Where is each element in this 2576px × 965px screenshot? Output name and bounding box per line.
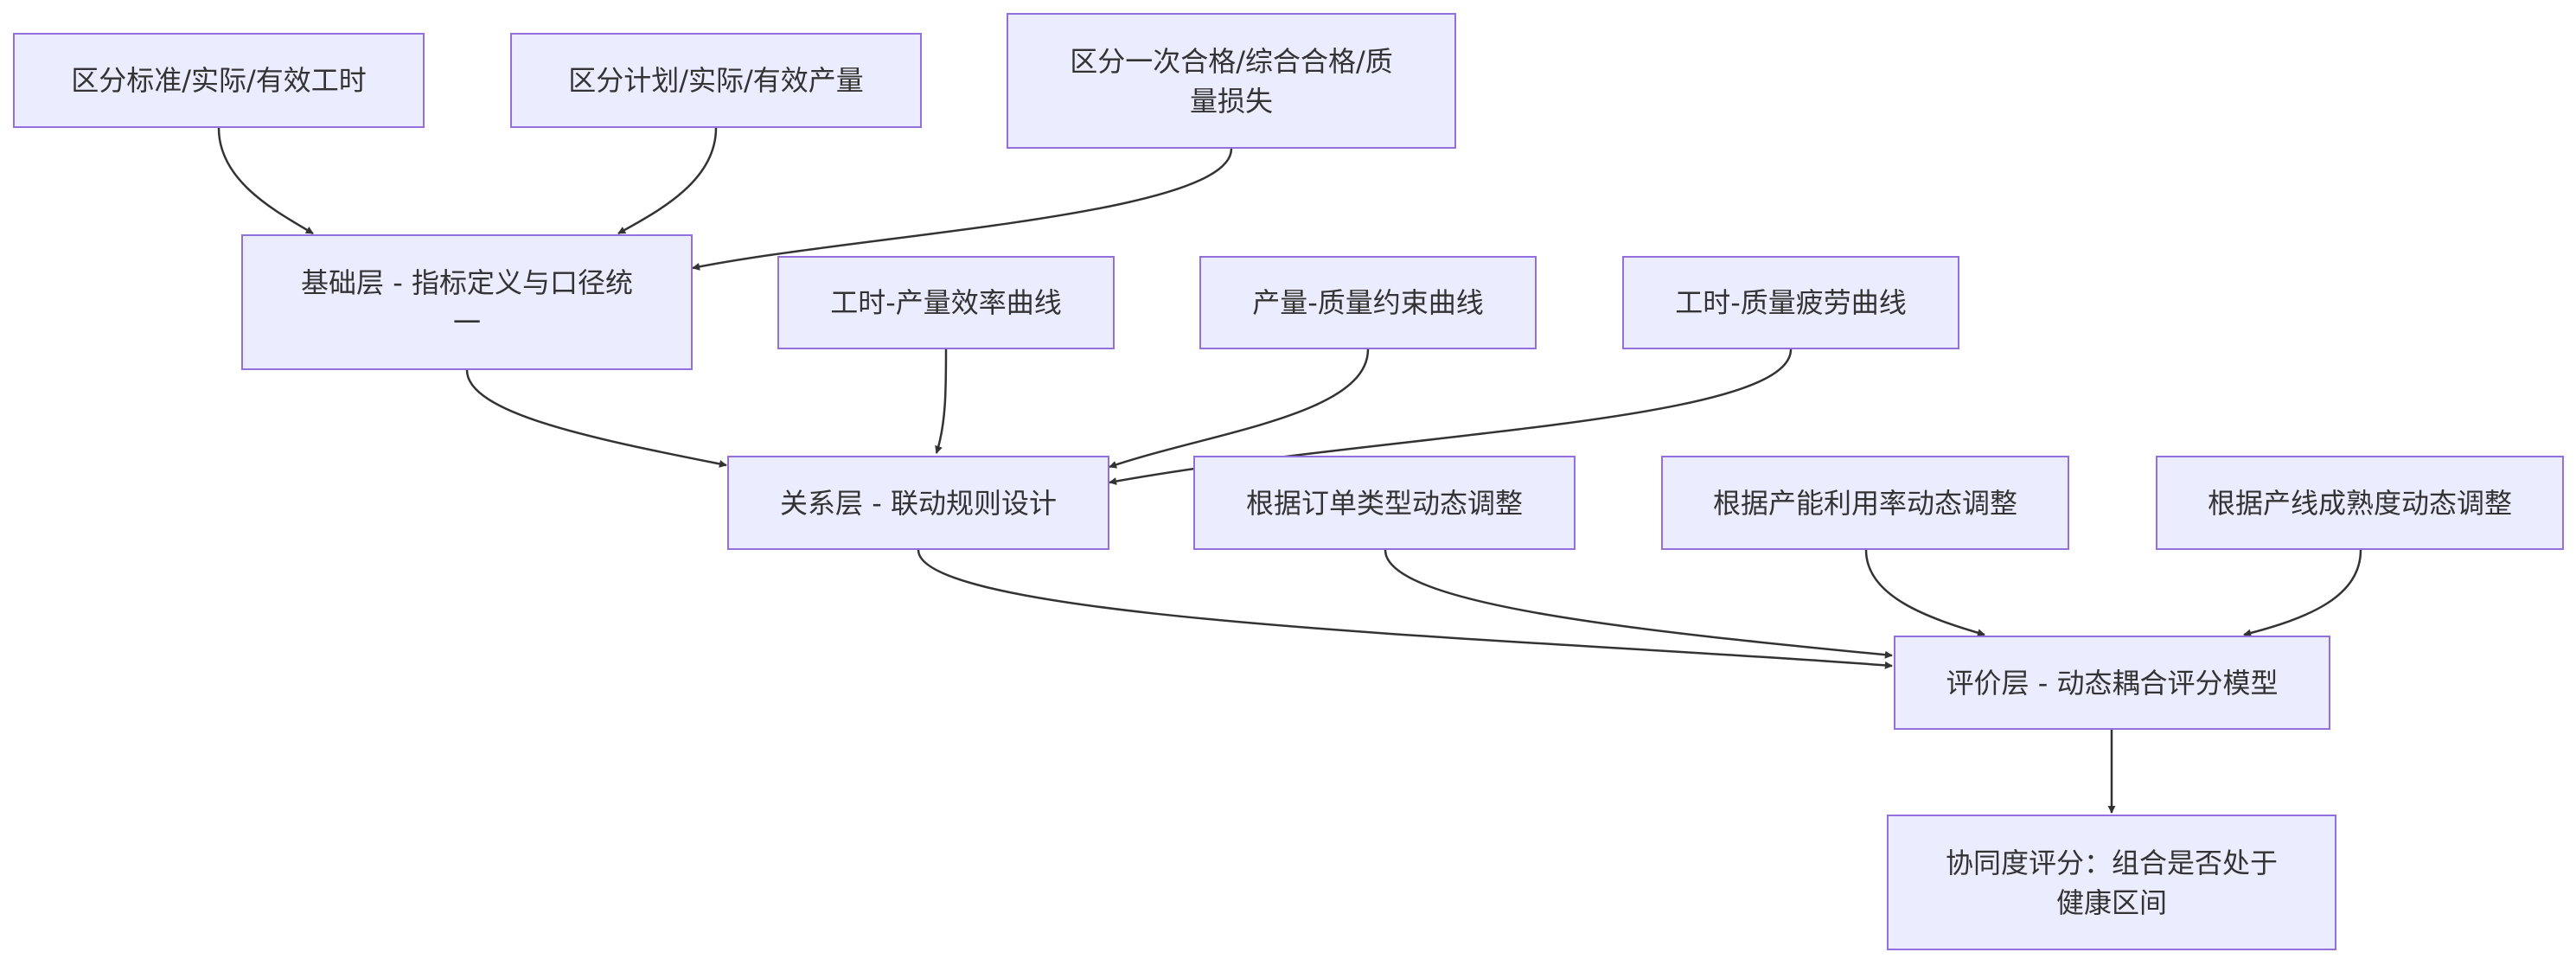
node-label: 协同度评分：组合是否处于健康区间 bbox=[1945, 846, 2278, 919]
node-label: 工时-质量疲劳曲线 bbox=[1675, 286, 1907, 319]
node-label: 产量-质量约束曲线 bbox=[1252, 286, 1484, 319]
node-label: 根据产线成熟度动态调整 bbox=[2207, 486, 2512, 520]
node-hours-quality-curve: 工时-质量疲劳曲线 bbox=[1622, 256, 1959, 349]
edge-rel-eval bbox=[917, 549, 1893, 669]
node-label: 根据订单类型动态调整 bbox=[1245, 486, 1523, 520]
edge-c2-rel bbox=[1109, 348, 1370, 469]
node-maturity-adjust: 根据产线成熟度动态调整 bbox=[2156, 456, 2564, 550]
node-evaluation-layer: 评价层 - 动态耦合评分模型 bbox=[1894, 636, 2330, 730]
node-work-hours-distinction: 区分标准/实际/有效工时 bbox=[13, 33, 425, 128]
node-output-distinction: 区分计划/实际/有效产量 bbox=[510, 33, 922, 128]
edge-d1-eval bbox=[1384, 549, 1893, 659]
node-label: 评价层 - 动态耦合评分模型 bbox=[1946, 666, 2279, 700]
node-label: 关系层 - 联动规则设计 bbox=[780, 486, 1057, 520]
node-capacity-adjust: 根据产能利用率动态调整 bbox=[1661, 456, 2069, 550]
node-label: 区分标准/实际/有效工时 bbox=[71, 64, 367, 97]
edge-base-rel bbox=[465, 369, 727, 468]
node-hours-output-curve: 工时-产量效率曲线 bbox=[777, 256, 1115, 349]
node-label: 区分一次合格/综合合格/质量损失 bbox=[1070, 44, 1393, 118]
node-base-layer: 基础层 - 指标定义与口径统一 bbox=[241, 234, 693, 370]
node-label: 工时-产量效率曲线 bbox=[830, 286, 1062, 319]
node-label: 基础层 - 指标定义与口径统一 bbox=[301, 265, 633, 339]
node-order-type-adjust: 根据订单类型动态调整 bbox=[1193, 456, 1576, 550]
node-label: 根据产能利用率动态调整 bbox=[1712, 486, 2017, 520]
edge-n1-base bbox=[217, 127, 314, 235]
edge-d2-eval bbox=[1864, 549, 1985, 637]
edge-n2-base bbox=[617, 127, 718, 235]
edge-d3-eval bbox=[2243, 549, 2362, 637]
node-output-quality-curve: 产量-质量约束曲线 bbox=[1199, 256, 1537, 349]
edge-n3-base bbox=[692, 148, 1233, 271]
node-relation-layer: 关系层 - 联动规则设计 bbox=[727, 456, 1109, 550]
node-quality-distinction: 区分一次合格/综合合格/质量损失 bbox=[1007, 13, 1456, 149]
node-coordination-score: 协同度评分：组合是否处于健康区间 bbox=[1887, 815, 2336, 950]
node-label: 区分计划/实际/有效产量 bbox=[568, 64, 864, 97]
edge-c1-rel bbox=[935, 348, 948, 454]
